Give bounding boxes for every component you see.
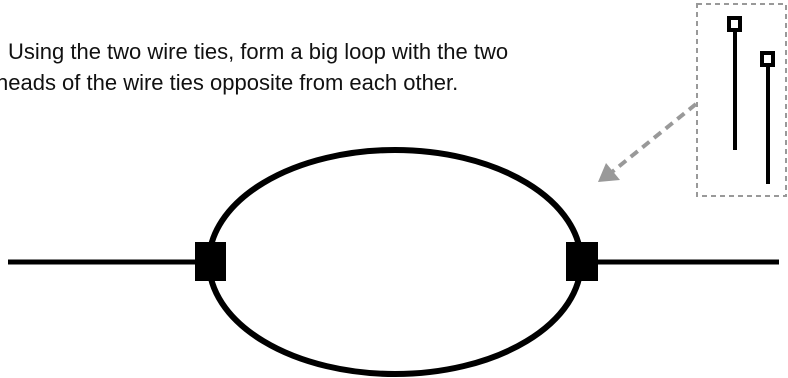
- inset-border: [697, 4, 786, 196]
- dashed-arrow-icon: [598, 104, 696, 182]
- right-tie-head: [566, 242, 598, 281]
- wire-tie-1-icon: [727, 16, 742, 150]
- loop: [209, 150, 581, 374]
- left-tie-head: [195, 242, 226, 281]
- two-wire-ties-icon: [697, 4, 786, 196]
- wire-tie-loop-illustration: [8, 150, 779, 374]
- wire-tie-2-icon: [760, 51, 775, 184]
